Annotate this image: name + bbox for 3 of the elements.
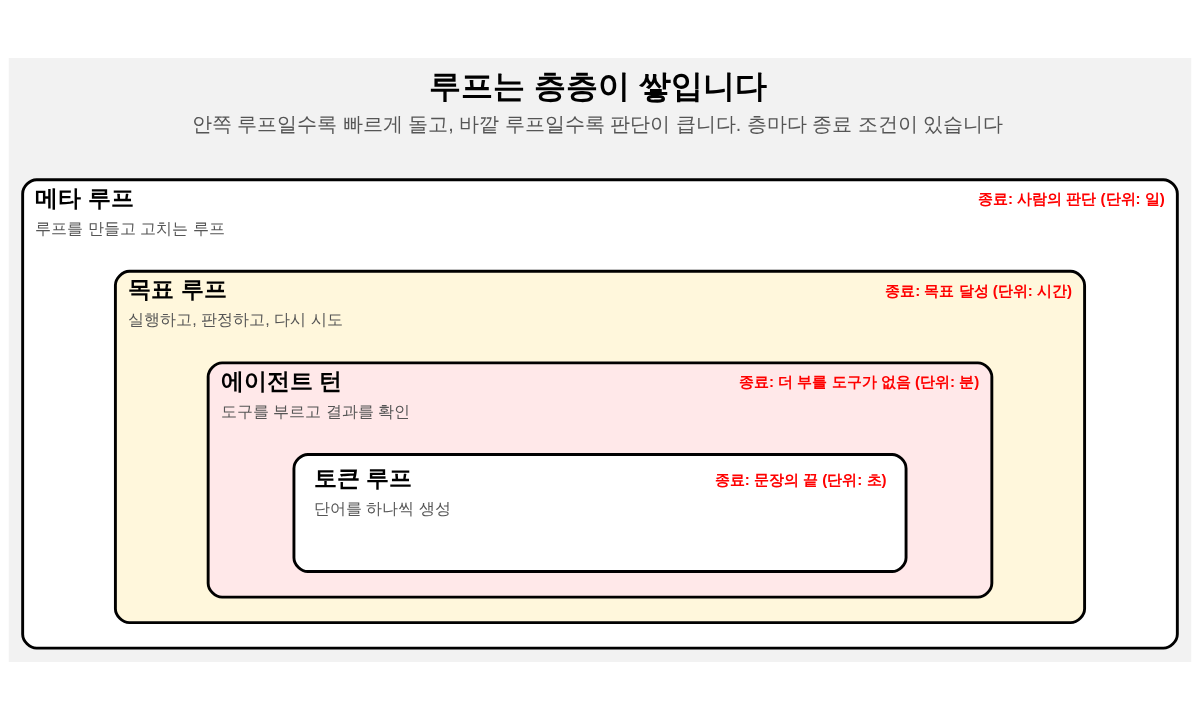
- diagram-title: 루프는 층층이 쌓입니다: [429, 68, 768, 105]
- node-box: 토큰 루프 종료: 문장의 끝 (단위: 초) 단어를 하나씩 생성: [292, 453, 908, 574]
- caption: 안쪽 루프일수록 빠르게 돌고, 바깥 루프일수록 판단이 큽니다. 층마다 종료 조건이 있습니다: [191, 113, 1004, 136]
